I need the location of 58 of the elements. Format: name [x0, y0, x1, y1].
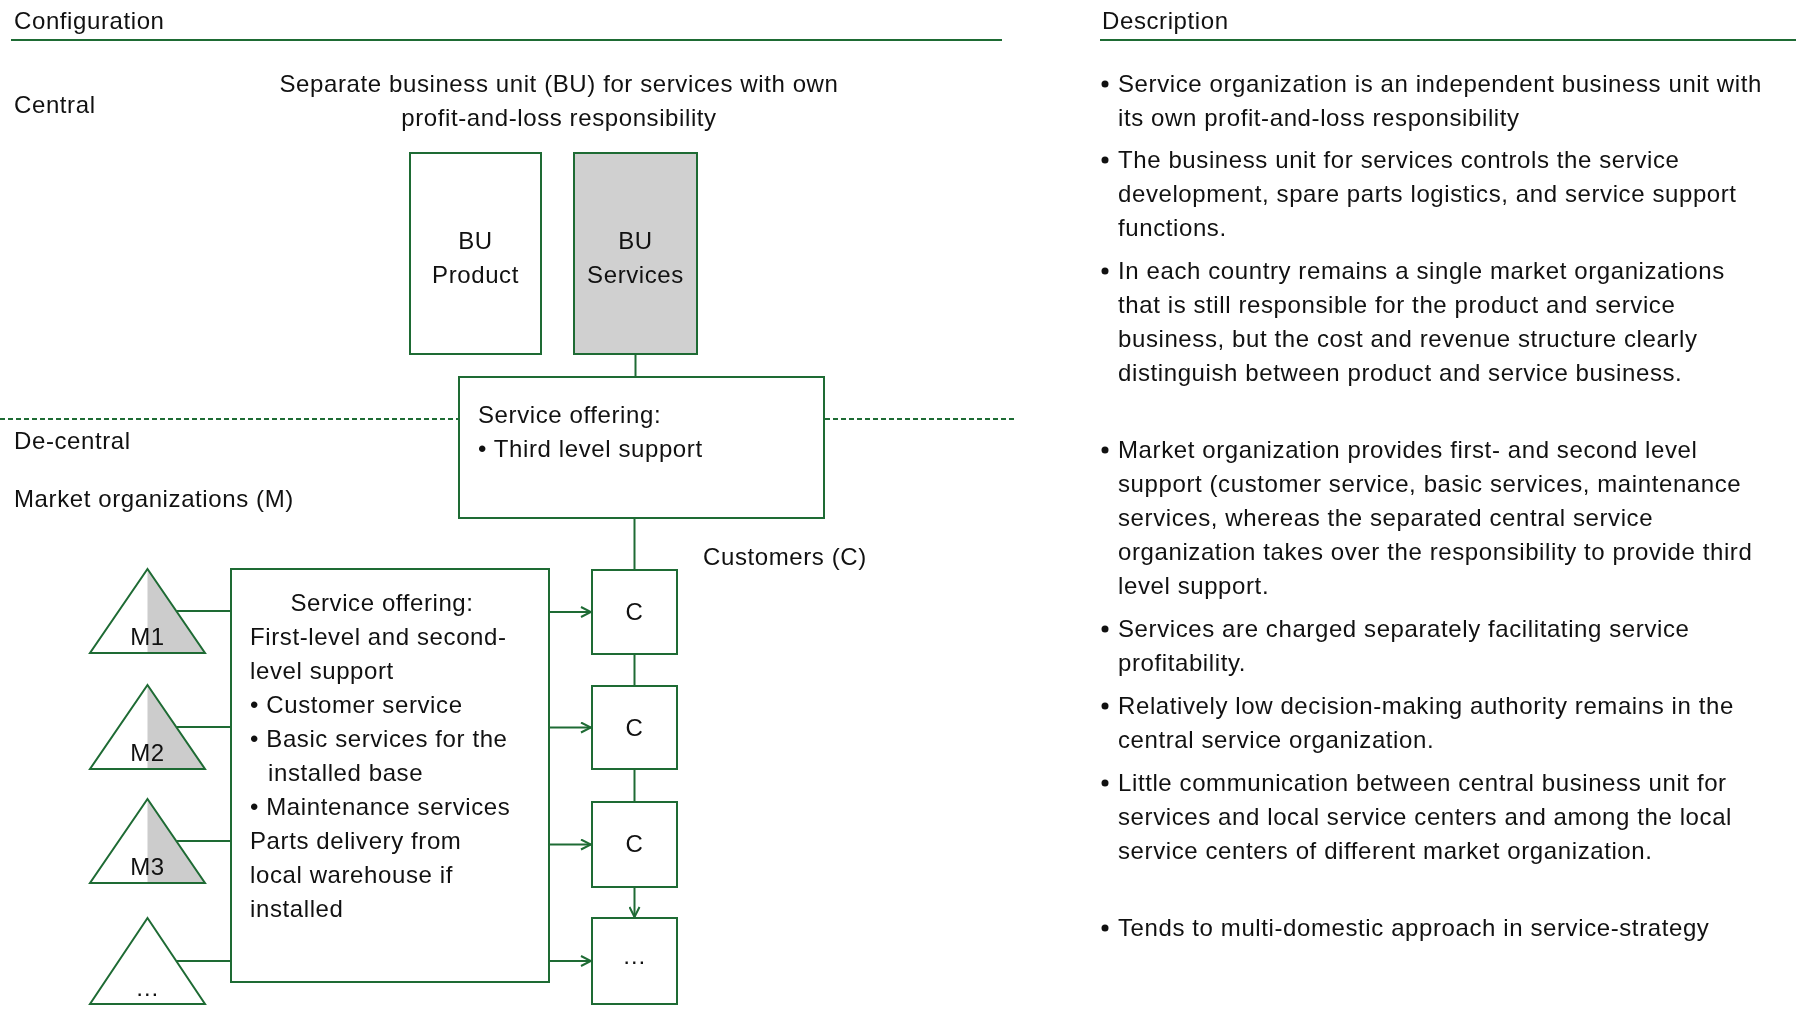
node-text: C [624, 713, 645, 743]
arrow [549, 721, 592, 734]
description-text: Relatively low decision-making authority remains in the central service organization. [1118, 691, 1735, 755]
connector-line [175, 960, 231, 962]
row-label: Central [14, 90, 96, 120]
org-box [409, 152, 542, 355]
arrow [628, 887, 641, 918]
node-label: … [134, 973, 161, 1003]
market-triangle [89, 684, 206, 770]
caption-text: Separate business unit (BU) for services with own profit-and-loss responsibility [279, 69, 839, 133]
node-text: C [624, 829, 645, 859]
description-text: Tends to multi-domestic approach in service-strategy [1118, 913, 1711, 943]
market-triangle [89, 568, 206, 654]
node-text: • Basic services for the installed base [250, 724, 509, 788]
connector-line [633, 518, 636, 570]
node-text: BU Product [431, 226, 520, 290]
node-text: … [621, 941, 648, 971]
description-text: Little communication between central business unit for services and local service centers and among the local service centers of different market organization. [1118, 768, 1734, 866]
market-triangle [89, 798, 206, 884]
market-triangle [89, 917, 206, 1005]
connector-line [634, 354, 637, 377]
node-text: First-level and second- level support [250, 622, 508, 686]
arrow [549, 838, 592, 851]
arrow [549, 606, 592, 618]
row-label: De-central [14, 426, 131, 456]
node-text: • Customer service [250, 690, 464, 720]
customer-box [591, 569, 678, 655]
node-text: BU Services [586, 226, 685, 290]
description-text: Services are charged separately facilitating service profitability. [1118, 614, 1691, 678]
row-label: Market organizations (M) [14, 484, 294, 514]
node-text: Parts delivery from local warehouse if installed [250, 826, 463, 924]
customer-box [591, 685, 678, 770]
connector-line [175, 840, 231, 842]
arrow [549, 955, 592, 967]
section-heading: Description [1102, 6, 1229, 36]
description-text: In each country remains a single market organizations that is still responsible for the product and service business, but the cost and revenue structure clearly distinguish between product and service business. [1118, 256, 1726, 388]
org-box [230, 568, 550, 983]
highlighted-unit-box [573, 152, 698, 355]
section-heading: Configuration [14, 6, 165, 36]
node-text: Service offering: [289, 588, 475, 618]
connector-line [175, 610, 231, 612]
customer-box [591, 801, 678, 888]
node-text: • Third level support [478, 434, 704, 464]
customer-box [591, 917, 678, 1005]
connector-line [633, 769, 636, 802]
org-box [458, 376, 825, 519]
node-text: Service offering: [478, 400, 663, 430]
row-label: Customers (C) [703, 542, 867, 572]
node-text: C [624, 597, 645, 627]
node-label: M2 [129, 738, 166, 768]
description-text: The business unit for services controls the service development, spare parts logistics, and service support functions. [1118, 145, 1738, 243]
node-label: M1 [129, 622, 166, 652]
description-text: Service organization is an independent business unit with its own profit-and-loss responsibility [1118, 69, 1763, 133]
description-text: Market organization provides first- and second level support (customer service, basic services, maintenance services, whereas the separated central service organization takes over the responsibility to provide third level support. [1118, 435, 1754, 601]
connector-line [175, 726, 231, 728]
connector-line [633, 654, 636, 686]
node-label: M3 [129, 852, 166, 882]
node-text: • Maintenance services [250, 792, 512, 822]
